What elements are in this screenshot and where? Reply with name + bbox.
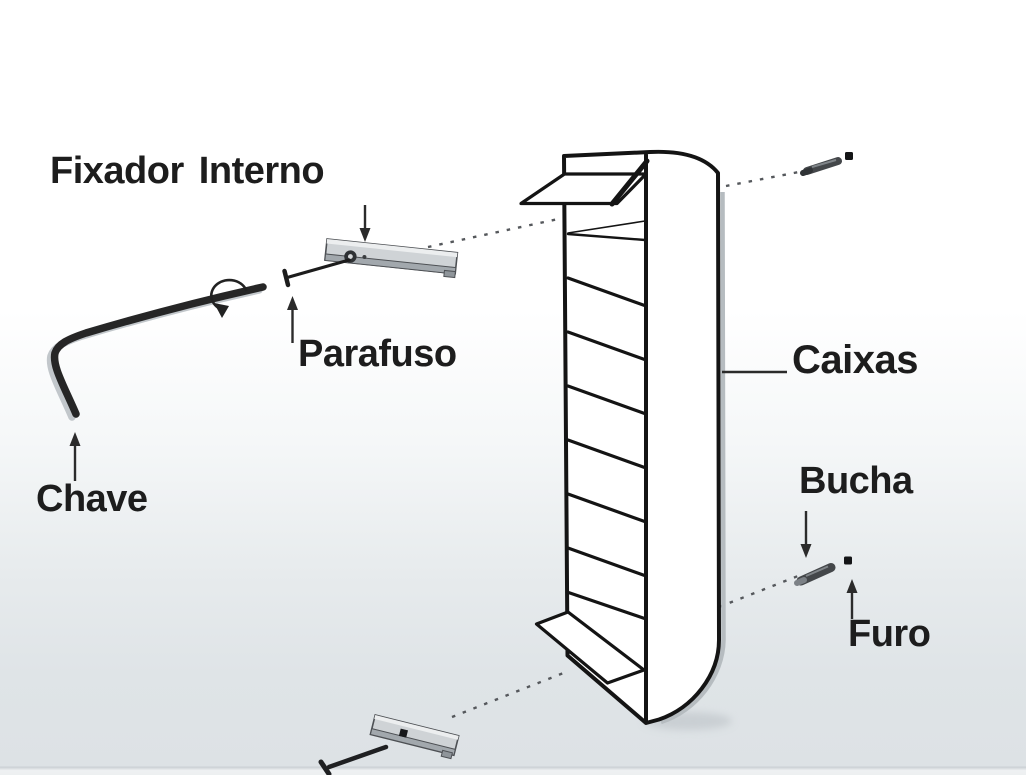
screw-top [282,258,351,288]
label-arrows [69,205,858,619]
allen-key-shadow [46,286,263,421]
arrow-to-bucha [800,511,812,558]
label-parafuso: Parafuso [298,333,457,375]
wall-anchor-bottom [794,563,836,586]
internal-fixer-bracket-top [324,238,459,279]
trajectory-dotted-line-top [427,170,800,249]
trajectory-dotted-line-bottom [451,574,799,719]
box-slats [565,276,648,621]
drill-hole-bottom [844,556,852,565]
boxes-stack [519,149,721,725]
label-chave: Chave [36,478,148,520]
arrow-to-parafuso [287,296,298,343]
box-top-flap [519,172,648,206]
internal-fixer-bracket-bottom [369,714,460,760]
label-fixador-interno: Fixador Interno [50,150,325,192]
label-caixas: Caixas [792,338,918,382]
label-furo: Furo [848,613,931,655]
box-edge-shadow [660,191,726,725]
box-bottom-flap [534,610,646,685]
arrow-to-fixador-interno [359,205,371,242]
allen-key [50,283,267,418]
arrow-to-chave [69,432,81,481]
arrow-to-furo [846,579,858,619]
screw-bottom [318,744,389,775]
wall-anchor-top [800,157,842,176]
label-bucha: Bucha [799,460,913,502]
rotation-arrow [209,278,248,318]
drill-hole-top [845,152,853,160]
